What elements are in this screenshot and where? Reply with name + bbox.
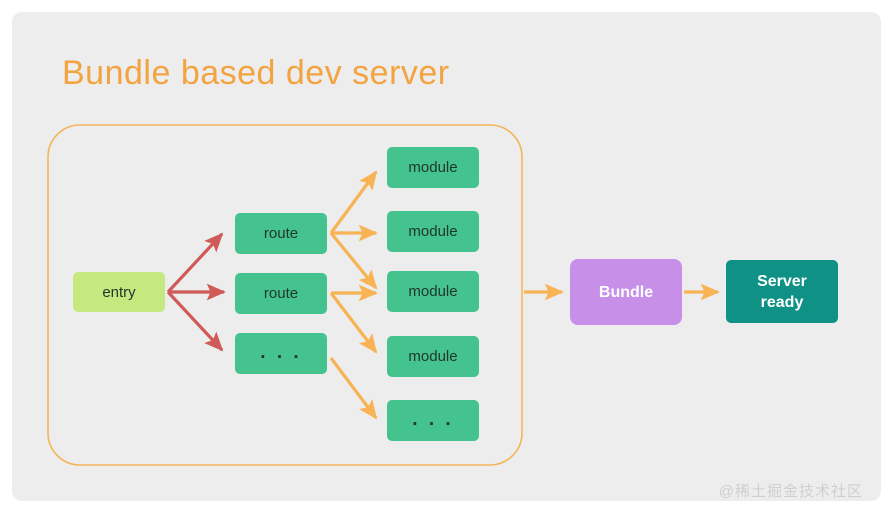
node-server-ready-line2: ready [761,294,804,311]
edge-route1-to-modules [329,170,378,290]
node-route-1-label: route [264,225,298,242]
node-module-1[interactable]: module [387,147,479,188]
node-route-2[interactable]: route [235,273,327,314]
bundle-group-container [47,124,523,466]
edge-route2-to-modules [329,284,378,354]
node-route-ellipsis-label: . . . [260,342,301,363]
node-route-1[interactable]: route [235,213,327,254]
node-route-2-label: route [264,285,298,302]
edge-entry-to-routes [166,232,226,352]
edge-route3-to-module [329,357,378,420]
node-module-ellipsis-label: . . . [412,409,453,430]
node-bundle[interactable]: Bundle [570,259,682,325]
node-entry-label: entry [102,284,136,301]
node-module-4-label: module [408,348,457,365]
node-bundle-label: Bundle [599,284,653,301]
node-entry[interactable]: entry [73,272,165,312]
node-module-ellipsis[interactable]: . . . [387,400,479,441]
node-module-2-label: module [408,223,457,240]
node-module-3[interactable]: module [387,271,479,312]
node-server-ready-line1: Server [757,273,807,290]
page-title: Bundle based dev server [62,54,450,92]
node-module-2[interactable]: module [387,211,479,252]
watermark: @稀土掘金技术社区 [718,483,863,500]
node-module-4[interactable]: module [387,336,479,377]
node-module-3-label: module [408,283,457,300]
node-route-ellipsis[interactable]: . . . [235,333,327,374]
node-module-1-label: module [408,159,457,176]
node-server-ready[interactable]: Server ready [726,260,838,323]
